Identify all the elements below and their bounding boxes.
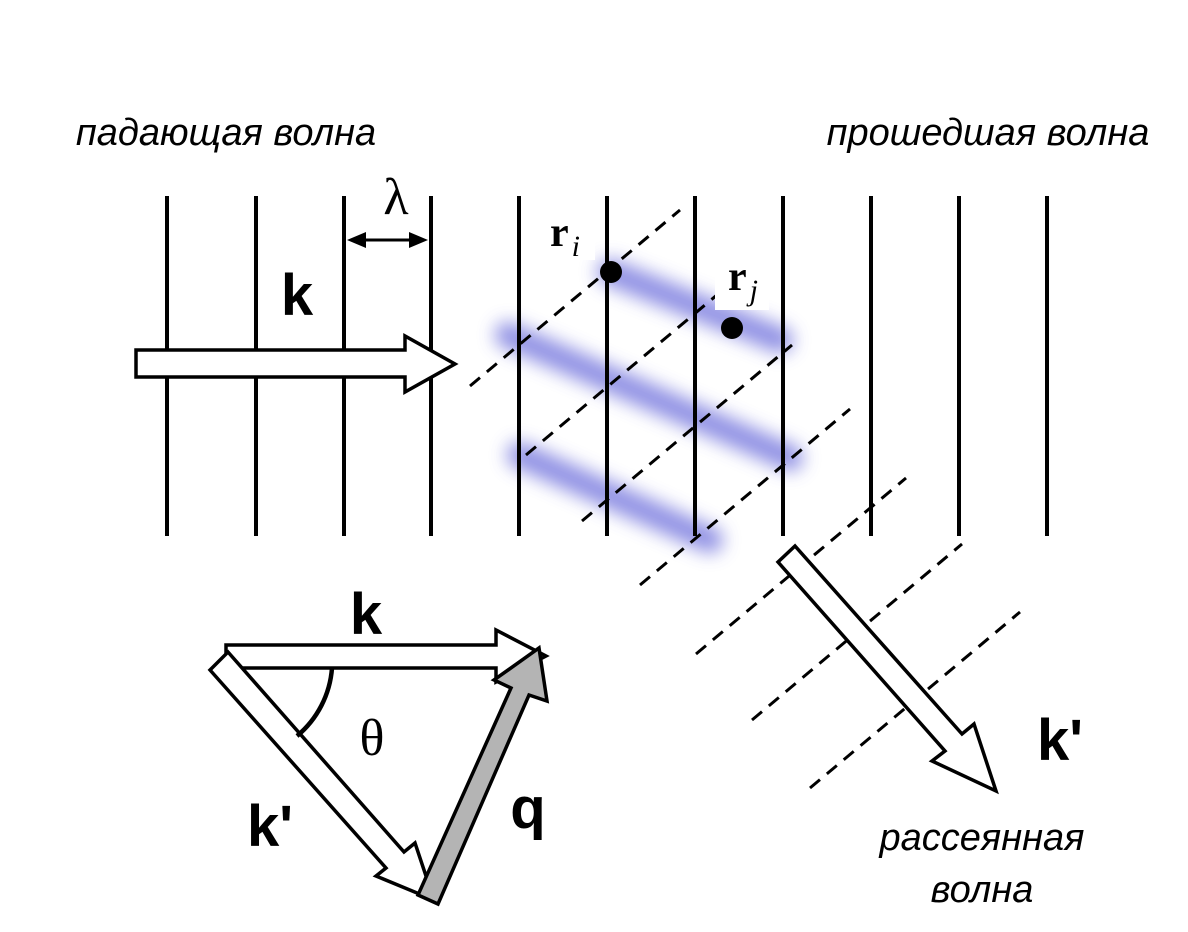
transmitted-wave-label: прошедшая волна — [827, 112, 1150, 154]
incident-k-label: k — [281, 263, 314, 328]
r-i-label-background — [545, 208, 595, 260]
dashed-front — [581, 343, 793, 523]
r-i-subscript: i — [572, 230, 580, 263]
scattered-wave-label-line2: волна — [931, 869, 1034, 911]
scattered-k-prime-label: k' — [1037, 708, 1083, 773]
incident-wave-label: падающая волна — [76, 112, 376, 154]
r-j-label-background — [715, 258, 769, 310]
scattering-region-bands — [495, 259, 803, 553]
band-3 — [507, 442, 723, 553]
triangle-theta-label: θ — [360, 710, 385, 767]
scatterer-point-j — [721, 317, 743, 339]
triangle-q-arrow — [415, 644, 550, 907]
triangle-q-label: q — [510, 776, 545, 841]
theta-angle-arc — [295, 667, 335, 738]
scattered-wave-label-line1: рассеянная — [879, 817, 1085, 859]
dashed-front — [639, 407, 851, 587]
wavelength-arrowhead-right — [409, 232, 428, 248]
incident-wave-vector-arrow — [134, 333, 459, 395]
wavelength-arrowhead-left — [347, 232, 366, 248]
band-2 — [495, 322, 803, 471]
r-j-base: r — [728, 254, 747, 300]
scattered-wave-vector-arrow — [775, 543, 999, 795]
triangle-k-prime-label: k' — [247, 794, 293, 859]
wavelength-dimension: λ — [347, 169, 428, 248]
r-j-subscript: j — [746, 274, 758, 307]
dashed-front — [469, 208, 681, 388]
r-i-base: r — [550, 210, 569, 256]
dashed-front — [525, 277, 737, 457]
triangle-k-arrow — [224, 627, 550, 685]
wavelength-label: λ — [383, 169, 408, 226]
scatterer-point-i — [600, 261, 622, 283]
triangle-k-prime-arrow — [207, 649, 437, 904]
triangle-k-label: k — [350, 582, 383, 647]
